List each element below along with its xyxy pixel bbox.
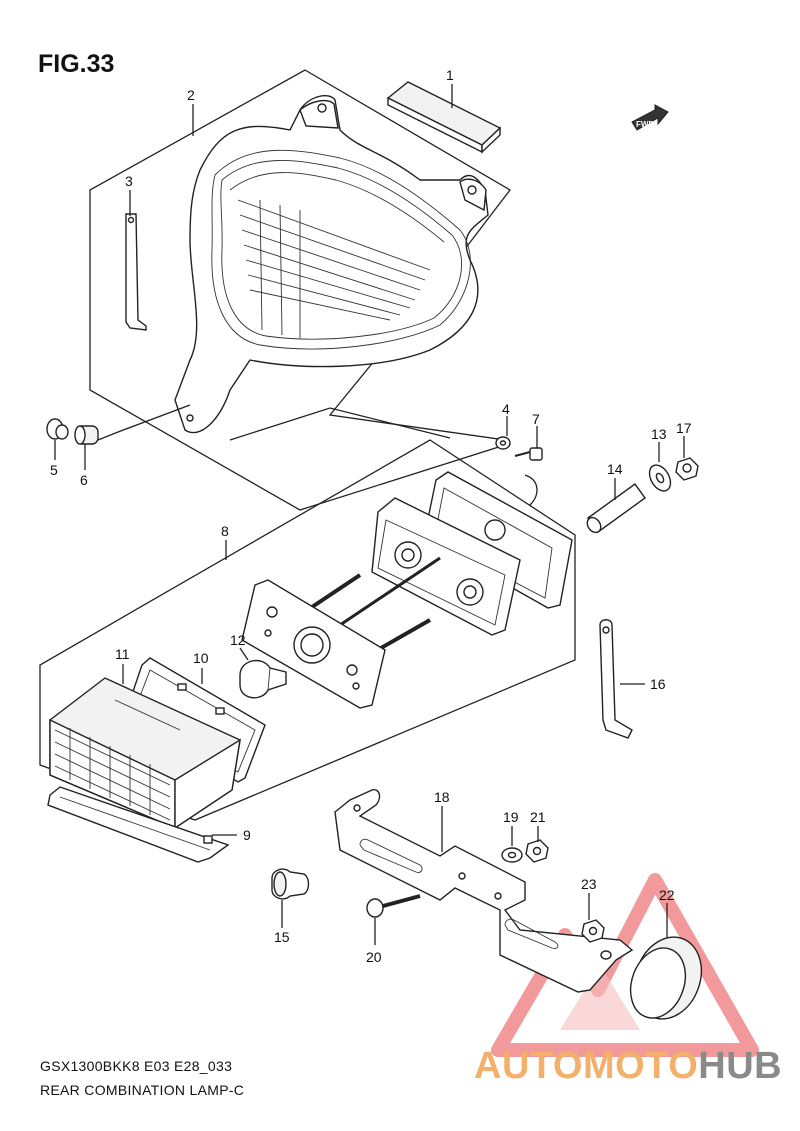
part-nut-21 [525, 839, 549, 863]
callout-19: 19 [503, 809, 519, 825]
callout-1: 1 [446, 67, 454, 83]
callout-5: 5 [50, 462, 58, 478]
part-lamp-base-assembly [241, 471, 573, 709]
part-plug [271, 868, 310, 900]
part-nut-17 [675, 457, 699, 481]
part-license-bracket [334, 789, 634, 993]
part-cushion [74, 425, 99, 445]
part-base-gasket [47, 786, 230, 863]
part-bulb [239, 659, 287, 699]
part-bracket-16 [599, 619, 633, 739]
part-nut-23 [581, 919, 605, 943]
lower-group-outline [39, 439, 576, 821]
part-spacer-14 [586, 483, 646, 534]
callout-20: 20 [366, 949, 382, 965]
part-reflector-22 [629, 936, 703, 1020]
callout-labels: 1 2 3 4 5 6 7 8 9 10 11 12 13 14 15 16 1… [50, 67, 692, 965]
section-name-caption: REAR COMBINATION LAMP-C [40, 1082, 245, 1098]
callout-15: 15 [274, 929, 290, 945]
callout-17: 17 [676, 420, 692, 436]
callout-14: 14 [607, 461, 623, 477]
part-washer-small [495, 436, 511, 450]
fwd-label: FWD [636, 120, 654, 129]
callout-2: 2 [187, 87, 195, 103]
part-bolt-20 [366, 894, 421, 918]
watermark-text-part2: HUB [698, 1045, 783, 1087]
part-tail-lamp-housing [174, 94, 489, 434]
callout-3: 3 [125, 173, 133, 189]
callout-8: 8 [221, 523, 229, 539]
callout-23: 23 [581, 876, 597, 892]
callout-18: 18 [434, 789, 450, 805]
part-washer-13 [648, 464, 672, 492]
part-lamp-lens [49, 677, 241, 830]
part-grommet [46, 418, 69, 440]
part-screw-small [514, 447, 543, 461]
callout-16: 16 [650, 676, 666, 692]
watermark-text-part1: AUTOMOTO [474, 1045, 699, 1087]
part-strip-bracket [125, 213, 147, 331]
figure-title: FIG.33 [38, 50, 115, 78]
callout-21: 21 [530, 809, 546, 825]
callout-10: 10 [193, 650, 209, 666]
leader-lines [54, 84, 685, 945]
callout-9: 9 [243, 827, 251, 843]
callout-22: 22 [659, 887, 675, 903]
callout-13: 13 [651, 426, 667, 442]
fwd-arrow-icon: FWD [631, 104, 669, 131]
part-washer-19 [501, 847, 523, 863]
callout-7: 7 [532, 411, 540, 427]
callout-12: 12 [230, 632, 246, 648]
model-code-caption: GSX1300BKK8 E03 E28_033 [40, 1058, 233, 1074]
part-reflector-strip [386, 81, 502, 154]
watermark-text: AUTOMOTOHUB [474, 1045, 782, 1088]
callout-4: 4 [502, 401, 510, 417]
callout-6: 6 [80, 472, 88, 488]
callout-11: 11 [115, 646, 130, 662]
